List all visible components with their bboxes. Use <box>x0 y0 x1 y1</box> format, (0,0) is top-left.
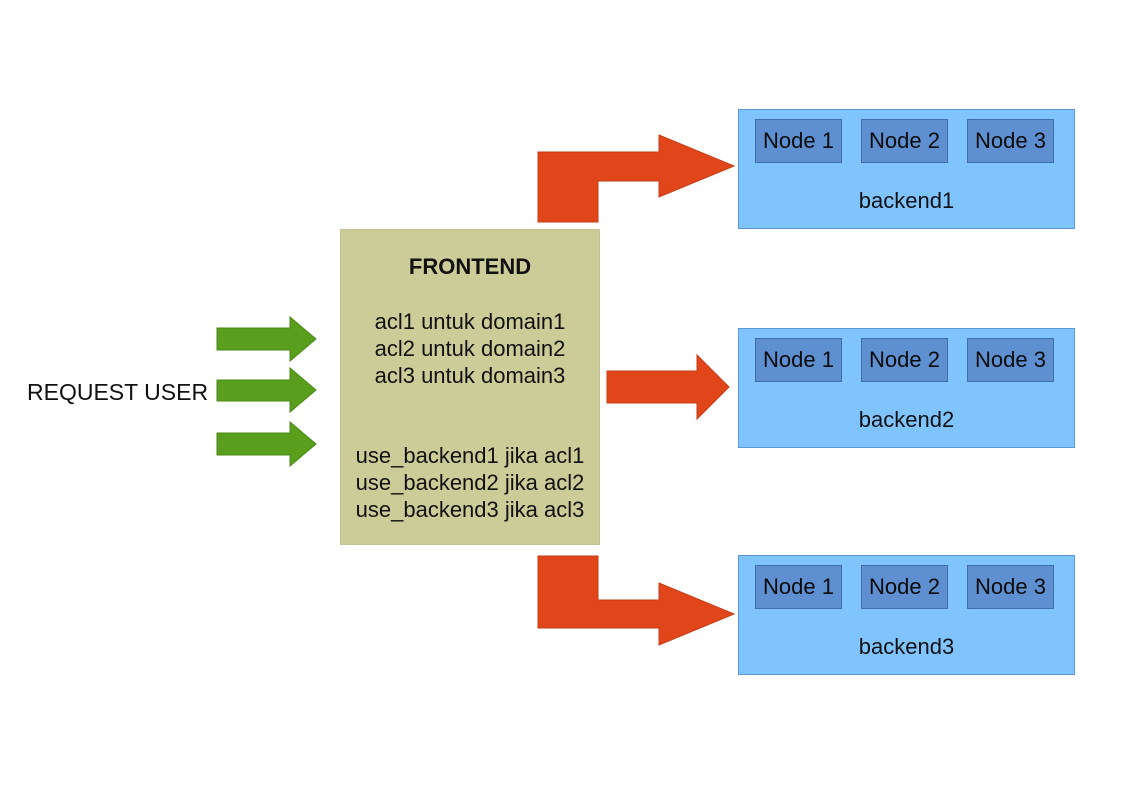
node-box: Node 2 <box>861 119 948 163</box>
frontend-box: FRONTEND acl1 untuk domain1 acl2 untuk d… <box>340 229 600 545</box>
node-box: Node 2 <box>861 565 948 609</box>
backend-label: backend3 <box>858 634 955 659</box>
acl-rule: acl2 untuk domain2 <box>374 336 566 361</box>
acl-list: acl1 untuk domain1 acl2 untuk domain2 ac… <box>341 308 599 389</box>
node-box: Node 1 <box>755 119 842 163</box>
request-arrow-2 <box>216 366 317 414</box>
request-user-label: REQUEST USER <box>27 379 209 405</box>
node-box: Node 1 <box>755 565 842 609</box>
request-arrow-1 <box>216 315 317 363</box>
use-backend-rule: use_backend3 jika acl3 <box>355 497 585 522</box>
node-box: Node 3 <box>967 119 1054 163</box>
backend1-box: Node 1 Node 2 Node 3 backend1 <box>738 109 1075 229</box>
use-backend-rule: use_backend2 jika acl2 <box>355 470 585 495</box>
route-arrow-backend1 <box>537 134 736 223</box>
backend3-box: Node 1 Node 2 Node 3 backend3 <box>738 555 1075 675</box>
backend-label: backend1 <box>858 188 955 213</box>
frontend-title: FRONTEND <box>408 254 532 279</box>
backend-label: backend2 <box>858 407 955 432</box>
node-box: Node 3 <box>967 565 1054 609</box>
acl-rule: acl1 untuk domain1 <box>374 309 566 334</box>
backend2-box: Node 1 Node 2 Node 3 backend2 <box>738 328 1075 448</box>
node-box: Node 3 <box>967 338 1054 382</box>
use-backend-rule: use_backend1 jika acl1 <box>355 443 585 468</box>
acl-rule: acl3 untuk domain3 <box>374 363 566 388</box>
use-backend-list: use_backend1 jika acl1 use_backend2 jika… <box>341 442 599 523</box>
request-arrow-3 <box>216 420 317 468</box>
route-arrow-backend2 <box>606 353 730 421</box>
route-arrow-backend3 <box>537 555 736 646</box>
node-box: Node 1 <box>755 338 842 382</box>
node-box: Node 2 <box>861 338 948 382</box>
